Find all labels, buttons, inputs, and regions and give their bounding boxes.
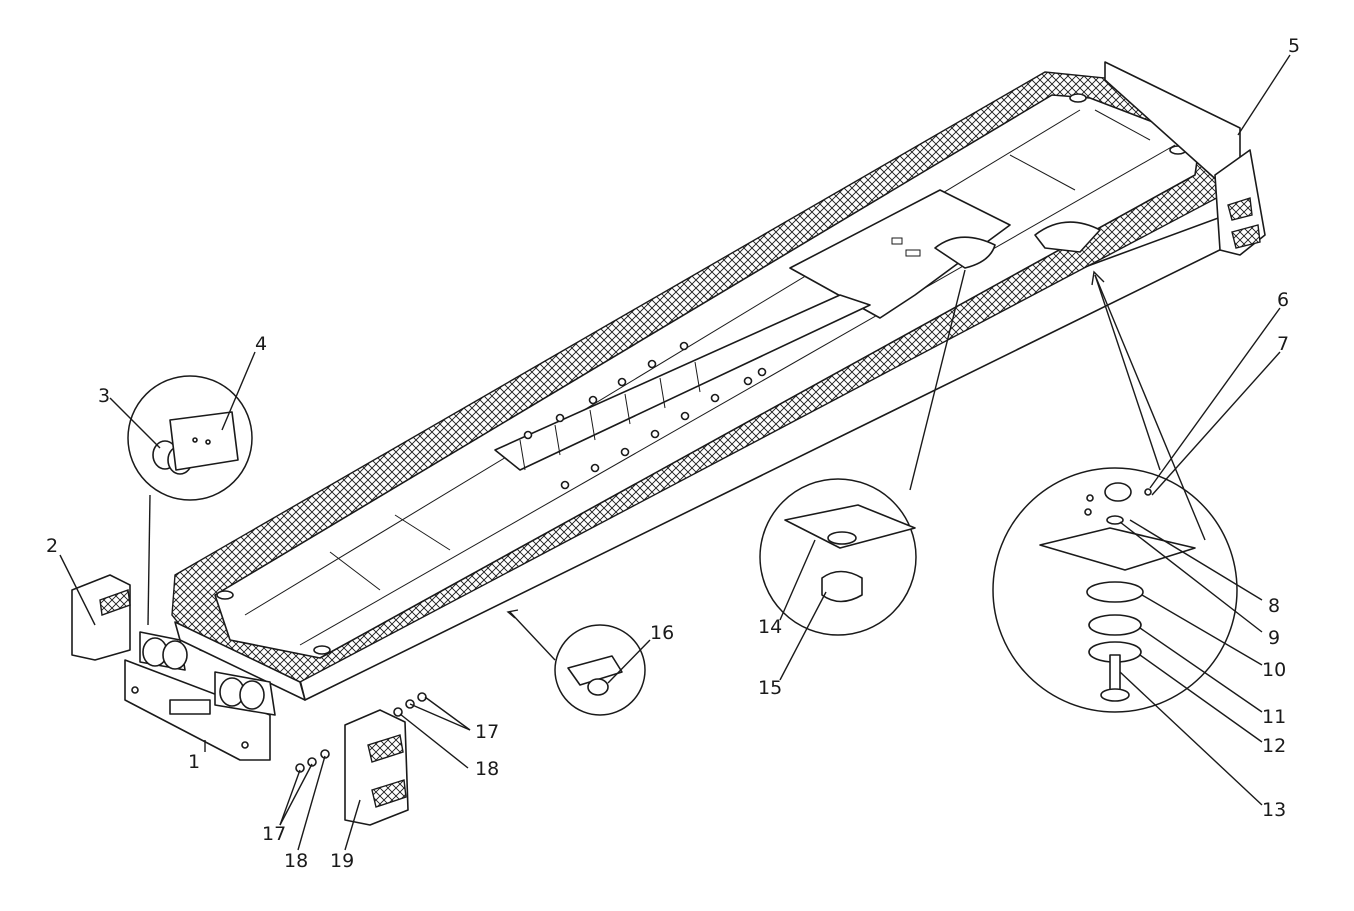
buffer-beam-assembly — [124, 631, 276, 761]
step-tread — [371, 779, 407, 808]
pin-head — [587, 678, 609, 696]
callout-2: 2 — [46, 535, 58, 557]
callout-6: 6 — [1277, 289, 1289, 311]
detail-center-plate — [759, 269, 966, 636]
buffer-socket — [162, 640, 188, 670]
callout-3: 3 — [98, 385, 110, 407]
callout-labels: 1 2 3 4 5 6 7 8 9 10 11 12 13 14 15 16 1… — [46, 35, 1300, 872]
front-step-right — [344, 709, 409, 826]
bushing — [821, 570, 863, 603]
callout-5: 5 — [1288, 35, 1300, 57]
plate-slot — [891, 237, 903, 245]
channel-ribs — [519, 361, 701, 471]
callout-8: 8 — [1268, 595, 1280, 617]
deck-bolts — [523, 341, 767, 490]
leader-lines — [59, 54, 1291, 851]
deck-lug — [216, 590, 234, 600]
callout-16: 16 — [650, 622, 674, 644]
washer — [1088, 614, 1142, 636]
callout-4: 4 — [255, 333, 267, 355]
rear-step-tread — [1231, 224, 1261, 249]
plate-section — [784, 504, 916, 549]
callout-10: 10 — [1262, 659, 1286, 681]
buffer-socket — [239, 680, 265, 710]
bearer-plate — [1039, 527, 1196, 571]
step-tread — [99, 589, 131, 616]
main-frame — [171, 61, 1266, 701]
rear-step-tread — [1227, 197, 1253, 221]
coupler-pocket — [169, 699, 211, 715]
callout-18-right: 18 — [475, 758, 499, 780]
deck-lug — [313, 645, 331, 655]
step-tread — [367, 734, 404, 763]
callout-1: 1 — [188, 751, 200, 773]
pin-bracket — [567, 655, 623, 686]
step-body — [344, 709, 409, 826]
front-end-beam — [174, 621, 306, 701]
detail-side-bearer — [992, 270, 1238, 713]
pad-plate — [169, 411, 239, 471]
callout-18-left: 18 — [284, 850, 308, 872]
washer — [1086, 581, 1144, 603]
center-channel — [494, 294, 871, 471]
side-bearer-mount — [1034, 221, 1101, 253]
callout-19: 19 — [330, 850, 354, 872]
cap — [1104, 482, 1132, 502]
callout-12: 12 — [1262, 735, 1286, 757]
callout-7: 7 — [1277, 333, 1289, 355]
front-step-left — [71, 574, 131, 661]
center-pivot-pocket — [934, 236, 996, 269]
callout-11: 11 — [1262, 706, 1286, 728]
step-body — [71, 574, 131, 661]
callout-9: 9 — [1268, 627, 1280, 649]
plate-slot — [905, 249, 921, 257]
callout-17-right: 17 — [475, 721, 499, 743]
callout-15: 15 — [758, 677, 782, 699]
callout-14: 14 — [758, 616, 782, 638]
callout-13: 13 — [1262, 799, 1286, 821]
detail-buffer-pad — [127, 375, 253, 626]
deck-lug — [1069, 93, 1087, 103]
bolt-head — [1100, 688, 1130, 702]
callout-17-left: 17 — [262, 823, 286, 845]
detail-pin — [506, 609, 646, 716]
